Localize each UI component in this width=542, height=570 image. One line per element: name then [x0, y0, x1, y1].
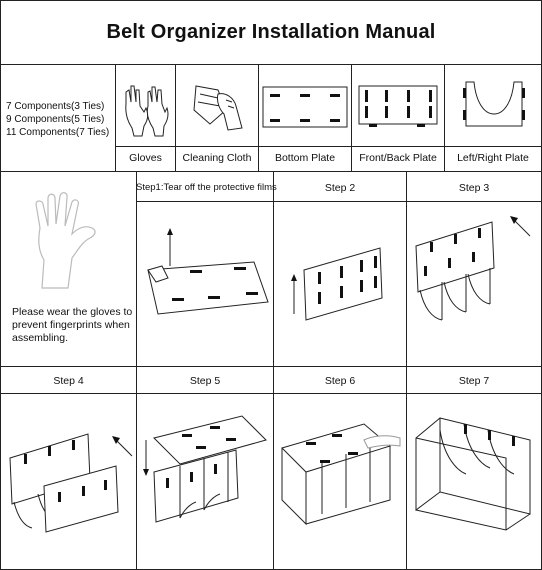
step3-illustration: [415, 216, 531, 321]
step5-label: Step 5: [189, 375, 221, 387]
step2-illustration: [291, 247, 383, 321]
front-back-plate-icon: [358, 85, 438, 127]
step-label-row-2: [0, 366, 542, 394]
step5-illustration: [143, 415, 267, 523]
bottom-plate-icon: [262, 86, 348, 128]
left-right-plate-icon: [463, 81, 525, 127]
step6-illustration: [281, 423, 401, 526]
component-counts-cell: [0, 64, 116, 172]
page-title: Belt Organizer Installation Manual: [106, 20, 436, 43]
step4-label: Step 4: [53, 375, 84, 387]
glove-hand-icon: [35, 192, 96, 289]
step2-label: Step 2: [324, 182, 356, 194]
step-label-row-1: [136, 171, 542, 202]
gloves-icon: [125, 85, 169, 137]
bottom-plate-label: Bottom Plate: [274, 152, 336, 164]
gloves-note-line2: prevent fingerprints when: [12, 319, 130, 331]
step7-illustration: [415, 417, 531, 531]
count-9: 9 Components(5 Ties): [6, 114, 105, 125]
step6-cell: [273, 366, 407, 570]
count-7: 7 Components(3 Ties): [6, 101, 105, 112]
gloves-label: Gloves: [129, 152, 162, 164]
gloves-note-line3: assembling.: [12, 332, 69, 344]
step6-label: Step 6: [324, 375, 356, 387]
step1-label: Step1:Tear off the protective films: [136, 182, 277, 193]
count-11: 11 Components(7 Ties): [6, 127, 110, 138]
gloves-note-line1: Please wear the gloves to: [12, 306, 133, 318]
cleaning-cloth-icon: [193, 85, 243, 131]
step4-illustration: [9, 433, 133, 533]
step1-illustration: [147, 228, 269, 315]
step3-label: Step 3: [458, 182, 490, 194]
front-back-plate-label: Front/Back Plate: [359, 152, 437, 164]
left-right-plate-label: Left/Right Plate: [457, 152, 529, 164]
step7-label: Step 7: [458, 375, 490, 387]
cleaning-cloth-label: Cleaning Cloth: [182, 152, 252, 164]
